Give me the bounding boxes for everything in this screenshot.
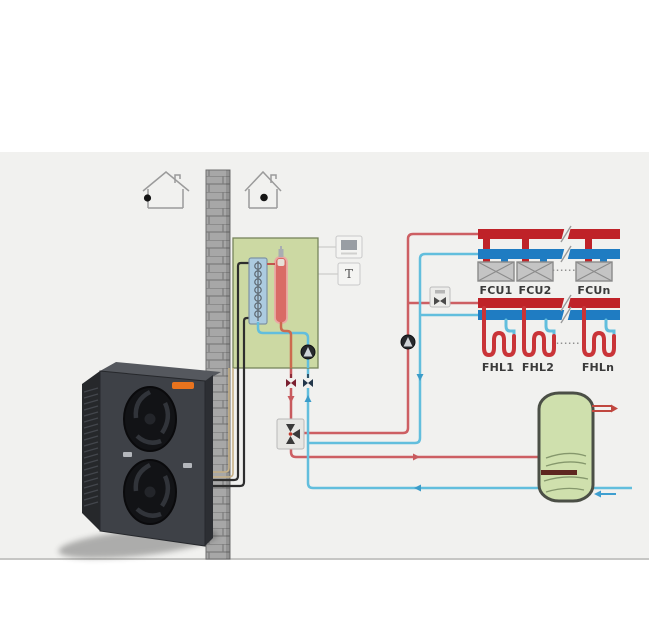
pipe-break-mark bbox=[560, 225, 572, 263]
unit-right-edge bbox=[205, 375, 213, 546]
house-indoor-icon bbox=[244, 170, 282, 209]
refrigerant-pipe-liquid bbox=[196, 316, 249, 488]
cold-inlet-arrow-icon bbox=[594, 490, 616, 498]
pipe-break-mark bbox=[560, 294, 572, 324]
flow-arrow-down-icon bbox=[416, 374, 424, 381]
fan-top-icon bbox=[123, 386, 177, 452]
mixing-valve bbox=[429, 286, 451, 308]
control-wiring bbox=[318, 246, 338, 275]
thermostat-label: T bbox=[344, 267, 353, 281]
fcu-circuit bbox=[477, 225, 620, 282]
fhl-label-2: FHL2 bbox=[521, 361, 555, 374]
fcu-label-1: FCU1 bbox=[479, 284, 513, 297]
louver-lines bbox=[83, 387, 99, 507]
fcu-return-drop bbox=[600, 259, 607, 263]
fcu-supply-header bbox=[478, 229, 620, 239]
fcu-label-2: FCU2 bbox=[518, 284, 552, 297]
hydraulic-pipes bbox=[289, 232, 632, 490]
hydrobox-supply-pipe bbox=[279, 322, 293, 368]
fcu-return-drop bbox=[540, 259, 547, 263]
fhl-label-1: FHL1 bbox=[481, 361, 515, 374]
dhw-outlet-arrow-icon bbox=[611, 404, 618, 413]
heat-pump-unit bbox=[58, 362, 221, 559]
side-louver-panel bbox=[82, 371, 100, 531]
hydrobox-return-pipe bbox=[256, 322, 310, 345]
fhl-ellipsis: ...... bbox=[556, 337, 581, 346]
tank-return-pipe bbox=[306, 388, 632, 490]
heating-supply-pipe bbox=[304, 232, 478, 435]
heating-pump-icon bbox=[400, 334, 416, 350]
flow-arrow-up-icon bbox=[304, 395, 312, 402]
fcu-label-n: FCUn bbox=[577, 284, 611, 297]
unit-handle bbox=[183, 463, 192, 468]
fhl-circuit bbox=[478, 294, 620, 358]
shutoff-valve-return-icon bbox=[303, 374, 313, 387]
dhw-tank bbox=[537, 391, 618, 503]
fcu-ellipsis: ...... bbox=[552, 264, 577, 273]
refrigerant-pipe-gas bbox=[196, 261, 249, 482]
unit-handle bbox=[123, 452, 132, 457]
flow-arrow-down-icon bbox=[287, 396, 295, 403]
fhl-loop-1 bbox=[482, 306, 516, 358]
dhw-outlet-pipe bbox=[592, 404, 618, 413]
tank-supply-pipe bbox=[289, 449, 545, 459]
heater-element-icon bbox=[541, 470, 577, 475]
three-way-valve bbox=[276, 418, 305, 450]
heating-return-pipe bbox=[308, 252, 478, 445]
backup-heater-vessel bbox=[274, 246, 288, 324]
heat-exchanger-coil-icon bbox=[254, 261, 262, 321]
fan-bottom-icon bbox=[123, 459, 177, 525]
fcu-unit-2 bbox=[516, 261, 554, 282]
insulated-pipe bbox=[196, 368, 234, 478]
hydrobox-pump-icon bbox=[300, 344, 316, 360]
outdoor-dot-icon bbox=[143, 194, 152, 202]
flow-arrow-right-icon bbox=[413, 453, 420, 461]
house-outdoor-icon bbox=[142, 171, 190, 209]
fhl-loop-n bbox=[582, 306, 616, 358]
air-vent-icon bbox=[278, 249, 284, 257]
chimney-icon bbox=[270, 174, 277, 183]
brand-logo bbox=[172, 382, 194, 389]
insulated-pipe bbox=[196, 368, 230, 473]
fcu-return-header bbox=[478, 249, 620, 259]
fhl-supply-header bbox=[478, 298, 620, 308]
hydrobox bbox=[196, 237, 319, 488]
flow-arrow-left-icon bbox=[414, 484, 421, 492]
shutoff-valve-supply-icon bbox=[286, 374, 296, 387]
unit-top-face bbox=[100, 362, 221, 381]
fcu-return-drop bbox=[501, 259, 508, 263]
plate-heat-exchanger bbox=[248, 257, 268, 325]
fhl-loop-2 bbox=[522, 306, 556, 358]
fcu-unit-1 bbox=[477, 261, 515, 282]
fhl-return-header bbox=[478, 310, 620, 320]
chimney-icon bbox=[174, 174, 181, 183]
controller-screen bbox=[341, 240, 357, 250]
controller-display bbox=[335, 235, 363, 259]
fhl-label-n: FHLn bbox=[581, 361, 615, 374]
fcu-unit-n bbox=[575, 261, 613, 282]
tank-coil bbox=[543, 452, 589, 493]
indoor-dot-icon bbox=[260, 193, 268, 202]
thermostat-box bbox=[337, 262, 361, 286]
